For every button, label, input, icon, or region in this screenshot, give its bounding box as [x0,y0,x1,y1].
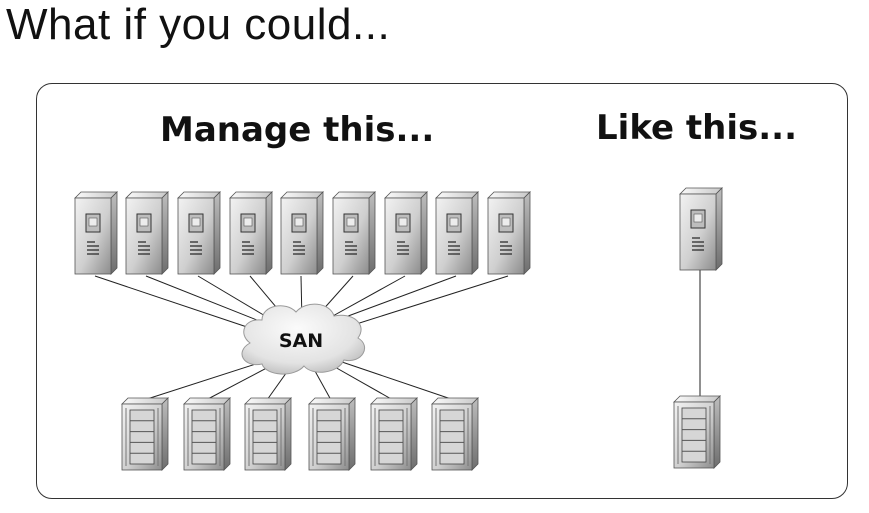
server-link [94,275,257,331]
server-icon [177,191,221,275]
server-icon [125,191,169,275]
san-cloud [241,303,365,375]
server-icon [679,187,723,271]
server-icon [229,191,273,275]
storage-array-icon [183,397,231,471]
storage-array-icon [431,397,479,471]
server-icon [280,191,324,275]
server-link [349,275,509,327]
page-title: What if you could... [6,0,391,49]
server-link [331,275,457,323]
storage-array-icon [370,397,418,471]
server-link [145,275,273,327]
storage-array-icon [308,397,356,471]
storage-array-icon [121,397,169,471]
storage-array-icon [244,397,292,471]
left-heading: Manage this... [160,110,435,150]
san-label: SAN [278,330,324,352]
storage-link [341,361,455,401]
storage-link [143,361,263,401]
right-heading: Like this... [596,108,798,148]
diagram-panel [36,83,848,499]
storage-array-icon [673,395,721,469]
connection-lines [94,270,701,401]
server-icon [435,191,479,275]
server-link [321,275,406,323]
server-icon [487,191,531,275]
device-layer [74,187,723,471]
server-icon [332,191,376,275]
server-icon [74,191,118,275]
server-icon [384,191,428,275]
